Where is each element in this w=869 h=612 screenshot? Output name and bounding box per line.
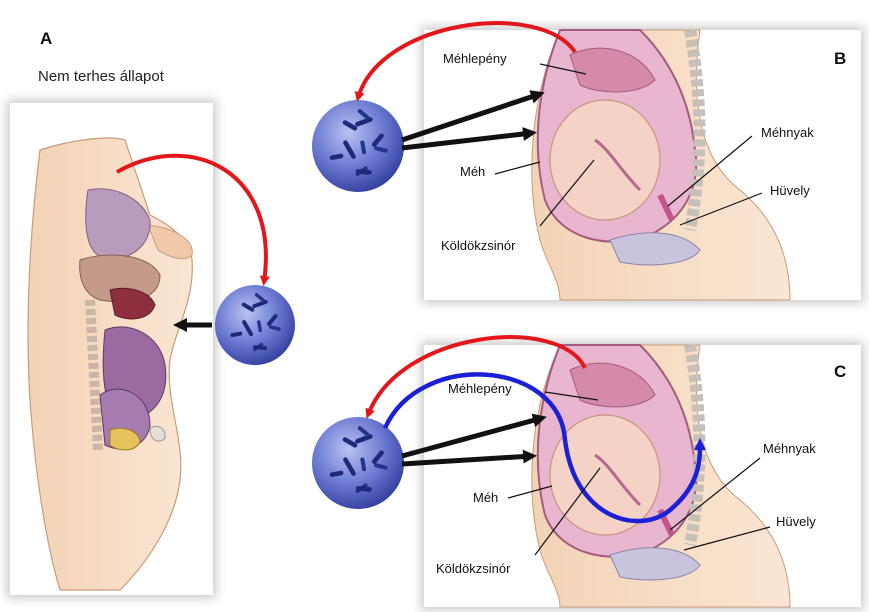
pregnancy-illustration-icon-c	[532, 345, 790, 607]
bacteria-sphere-icon-b	[312, 100, 404, 192]
black-arrow-c-upper	[402, 418, 542, 456]
bacteria-sphere-icon-c	[312, 417, 404, 509]
label-b-umbilical-cord: Köldökzsinór	[441, 238, 515, 253]
panel-c-letter: C	[834, 362, 846, 382]
panel-a-letter: A	[40, 29, 52, 49]
label-b-vagina: Hüvely	[770, 183, 810, 198]
label-b-placenta: Méhlepény	[443, 51, 507, 66]
label-b-cervix: Méhnyak	[761, 125, 814, 140]
label-c-placenta: Méhlepény	[448, 381, 512, 396]
label-c-uterus: Méh	[473, 490, 498, 505]
black-arrow-c-lower	[402, 456, 532, 464]
label-b-uterus: Méh	[460, 164, 485, 179]
panel-b-letter: B	[834, 49, 846, 69]
label-c-vagina: Hüvely	[776, 514, 816, 529]
body-illustration-icon	[28, 138, 192, 590]
bacteria-sphere-icon-a	[215, 285, 295, 365]
label-c-cervix: Méhnyak	[763, 441, 816, 456]
panel-a-caption: Nem terhes állapot	[38, 68, 164, 85]
label-c-umbilical-cord: Köldökzsinór	[436, 561, 510, 576]
